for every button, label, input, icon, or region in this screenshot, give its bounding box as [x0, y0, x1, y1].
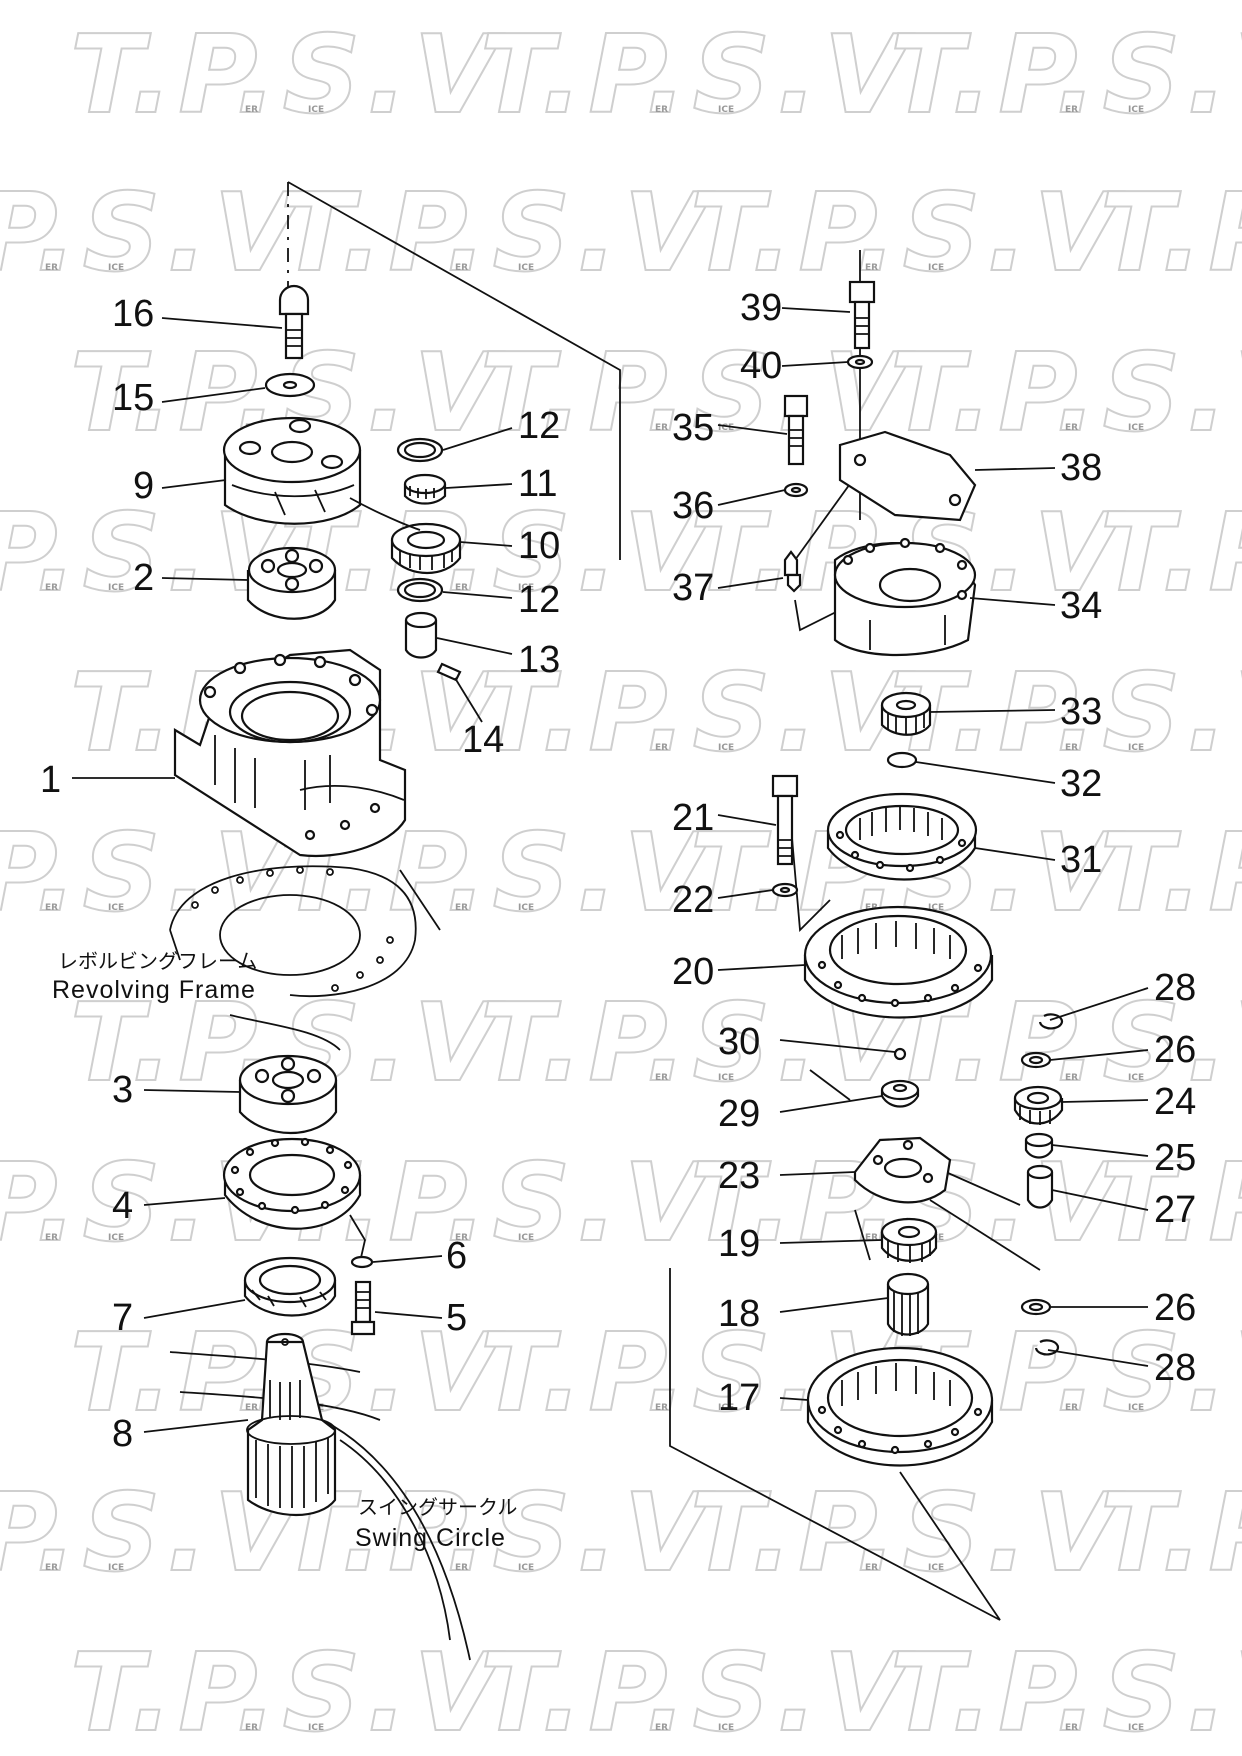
callout-4: 4	[112, 1185, 133, 1227]
part-6-washer	[350, 1255, 374, 1269]
part-1-case	[173, 648, 407, 857]
callout-3: 3	[112, 1069, 133, 1111]
part-9-carrier	[222, 416, 362, 525]
revolving-frame-caption-jp: レボルビングフレーム	[58, 949, 257, 973]
part-31-ring-gear	[826, 792, 978, 881]
callout-18: 18	[718, 1293, 760, 1335]
part-8-pinion-shaft	[246, 1332, 337, 1516]
callout-10: 10	[518, 525, 560, 567]
callout-39: 39	[740, 287, 782, 329]
part-11-needle-bearing	[403, 473, 447, 505]
part-36-washer	[783, 482, 809, 498]
part-37-plug	[783, 550, 802, 593]
callout-20: 20	[672, 951, 714, 993]
captions: レボルビングフレーム Revolving Frame スイングサークル Swin…	[52, 949, 517, 1552]
part-34-motor-housing	[833, 537, 977, 657]
callout-2: 2	[133, 557, 154, 599]
callout-9: 9	[133, 465, 154, 507]
part-35-bolt	[783, 394, 809, 466]
callout-21: 21	[672, 797, 714, 839]
callout-19: 19	[718, 1223, 760, 1265]
callout-15: 15	[112, 377, 154, 419]
part-5-bolt	[350, 1280, 376, 1336]
part-4-housing-ring	[222, 1137, 362, 1230]
callout-labels: 16 15 9 2 12 11 10 12 13 14 1 3 4 6 7 5 …	[40, 287, 1196, 1455]
part-39-bolt	[848, 280, 876, 350]
callout-27: 27	[1154, 1189, 1196, 1231]
part-17-ring-gear	[806, 1346, 994, 1467]
part-19-gear	[880, 1217, 938, 1263]
part-28-snap-ring-lower	[1034, 1339, 1060, 1356]
callout-5: 5	[446, 1297, 467, 1339]
part-7-oil-seal	[243, 1256, 337, 1317]
callout-13: 13	[518, 639, 560, 681]
callout-6: 6	[446, 1235, 467, 1277]
part-2-planet-gear-set	[246, 546, 337, 620]
callout-30: 30	[718, 1021, 760, 1063]
callout-32: 32	[1060, 763, 1102, 805]
part-16-bolt	[278, 284, 310, 360]
callout-1: 1	[40, 759, 61, 801]
callout-11: 11	[518, 463, 557, 505]
callout-34: 34	[1060, 585, 1102, 627]
part-22-washer	[771, 882, 799, 898]
callout-40: 40	[740, 345, 782, 387]
callout-38: 38	[1060, 447, 1102, 489]
part-26-washer-upper	[1020, 1051, 1052, 1069]
callout-36: 36	[672, 485, 714, 527]
callout-28-lower: 28	[1154, 1347, 1196, 1389]
callout-35: 35	[672, 407, 714, 449]
part-27-shaft	[1026, 1164, 1054, 1209]
callout-31: 31	[1060, 839, 1102, 881]
part-3-planet-gear-set	[238, 1054, 338, 1135]
callout-29: 29	[718, 1093, 760, 1135]
callout-12-lower: 12	[518, 579, 560, 621]
part-15-washer	[264, 372, 316, 398]
part-20-ring-gear	[803, 905, 994, 1019]
swing-circle-caption-en: Swing Circle	[355, 1524, 506, 1552]
part-26-washer-lower	[1020, 1298, 1052, 1316]
part-12-thrust-washer-upper	[396, 437, 444, 463]
callout-28-upper: 28	[1154, 967, 1196, 1009]
part-10-planet-gear	[390, 522, 462, 575]
callout-23: 23	[718, 1155, 760, 1197]
part-29-thrust-plate	[880, 1079, 920, 1108]
callout-25: 25	[1154, 1137, 1196, 1179]
callout-24: 24	[1154, 1081, 1196, 1123]
part-23-carrier	[853, 1136, 952, 1204]
callout-7: 7	[112, 1297, 133, 1339]
part-18-shaft-gear	[886, 1272, 930, 1336]
part-40-washer	[846, 354, 874, 370]
callout-14: 14	[462, 719, 504, 761]
part-13-shaft	[404, 611, 438, 659]
callout-12-upper: 12	[518, 405, 560, 447]
part-12-thrust-washer-lower	[396, 577, 444, 603]
part-33-sun-gear	[880, 691, 932, 736]
callout-37: 37	[672, 567, 714, 609]
callout-17: 17	[718, 1377, 760, 1419]
callout-26-upper: 26	[1154, 1029, 1196, 1071]
part-30-ball	[893, 1047, 907, 1061]
part-21-bolt	[771, 774, 799, 866]
revolving-frame-outline	[169, 865, 441, 1051]
callout-33: 33	[1060, 691, 1102, 733]
part-25-needle-bearing	[1024, 1132, 1054, 1159]
callout-16: 16	[112, 293, 154, 335]
revolving-frame-caption-en: Revolving Frame	[52, 976, 256, 1004]
callout-22: 22	[672, 879, 714, 921]
part-24-planet-gear	[1013, 1085, 1064, 1125]
callout-8: 8	[112, 1413, 133, 1455]
swing-circle-caption-jp: スイングサークル	[358, 1495, 517, 1519]
callout-26-lower: 26	[1154, 1287, 1196, 1329]
part-32-spacer	[886, 751, 918, 769]
part-14-pin	[436, 662, 462, 682]
part-38-cover-plate	[838, 430, 977, 522]
leader-lines	[72, 307, 1149, 1433]
